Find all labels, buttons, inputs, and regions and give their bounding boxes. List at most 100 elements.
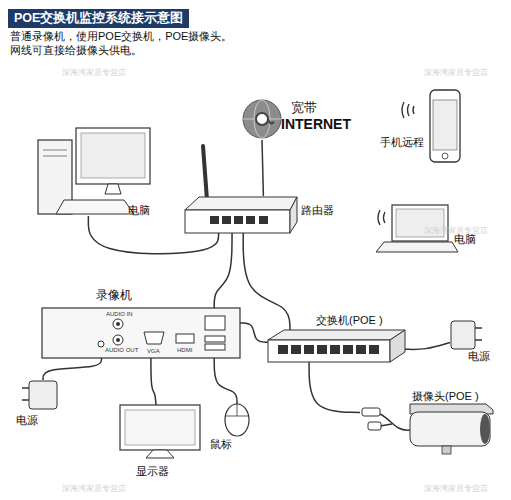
port-label: HDMI <box>177 347 192 354</box>
device-label: 路由器 <box>301 204 334 216</box>
power-node: 电源 <box>28 380 58 410</box>
monitor-node: 显示器 <box>120 405 200 459</box>
device-label: 显示器 <box>136 465 169 477</box>
network-cable <box>262 140 263 196</box>
mouse-illustration <box>225 404 249 436</box>
router-port <box>210 216 219 224</box>
computer-node: 电脑 <box>38 128 150 216</box>
switch-top <box>268 330 405 340</box>
monitor-illustration <box>120 405 200 458</box>
wifi-symbol <box>378 210 385 225</box>
switch-port <box>278 345 288 354</box>
pc-screen <box>81 133 145 178</box>
camera-bracket <box>442 446 451 454</box>
mouse-body <box>225 404 249 436</box>
laptop-lid <box>392 205 448 241</box>
camera-node: 摄像头(POE ) <box>360 402 492 454</box>
watermark: 深海湾家居专营店 <box>424 226 488 235</box>
globe-at-tail <box>268 119 274 123</box>
router-port <box>222 216 231 224</box>
network-cable <box>243 233 290 330</box>
network-cable <box>43 358 102 380</box>
camera-illustration <box>362 404 493 454</box>
switch-port <box>304 345 314 354</box>
pc-monitor <box>76 128 150 184</box>
router-port <box>234 216 243 224</box>
audio-out-pin <box>116 338 120 342</box>
mouse-split <box>237 404 238 416</box>
usb-port <box>205 336 225 342</box>
router-side <box>290 197 297 233</box>
rj45-plug <box>362 408 380 416</box>
camera-dc-lead <box>380 424 392 426</box>
port-label: VGA <box>147 348 160 355</box>
vga-port <box>144 332 164 344</box>
phone-screen <box>433 100 457 150</box>
nvr-node: 录像机 <box>42 308 240 358</box>
watermark: 深海湾家居专营店 <box>62 484 126 493</box>
wifi-symbol <box>402 102 414 118</box>
internet-globe <box>243 100 281 138</box>
network-cable <box>405 343 450 350</box>
lan-port <box>205 316 225 330</box>
monitor-screen <box>125 410 195 445</box>
diagram-title: POE交换机监控系统接示意图 <box>8 9 189 28</box>
switch-illustration <box>268 330 405 362</box>
laptop-base <box>376 242 458 252</box>
globe-meridian <box>254 100 270 138</box>
nvr-illustration <box>42 308 240 358</box>
device-label: 录像机 <box>96 289 132 302</box>
globe-at-sign <box>256 113 268 125</box>
internet-node: 宽带INTERNET <box>241 99 283 140</box>
subtitle-text: 普通录像机，使用POE交换机，POE摄像头。 <box>10 30 232 43</box>
usb-port <box>205 344 225 350</box>
network-cable <box>214 358 237 404</box>
pc-stand <box>105 184 121 194</box>
network-cable <box>240 323 268 342</box>
mouse-split <box>225 416 249 417</box>
network-cable <box>214 233 232 308</box>
network-cable <box>309 362 360 412</box>
subtitle-text: 网线可直接给摄像头供电。 <box>10 44 142 57</box>
adapter-prong <box>22 399 29 401</box>
pc-keyboard <box>56 200 134 214</box>
router-port <box>246 216 255 224</box>
router-illustration <box>185 146 297 233</box>
phone-body <box>430 90 460 162</box>
adapter-prong <box>475 339 482 341</box>
router-antenna <box>203 146 207 200</box>
adapter-prong <box>22 387 29 389</box>
power-adapter <box>451 321 482 349</box>
device-label: 摄像头(POE ) <box>412 390 479 402</box>
phone-node: 手机远程 <box>430 90 460 162</box>
camera-pigtail <box>380 414 410 430</box>
device-label: 电源 <box>16 414 38 426</box>
phone-button <box>442 153 448 159</box>
network-cable <box>88 216 218 254</box>
globe-body <box>243 100 281 138</box>
router-top <box>185 197 297 210</box>
dc-plug <box>368 422 381 430</box>
switch-port <box>330 345 340 354</box>
switch-node: 交换机(POE ) <box>268 330 405 362</box>
monitor-frame <box>120 405 200 450</box>
switch-port <box>291 345 301 354</box>
router-node: 路由器 <box>185 196 297 233</box>
adapter-body <box>29 381 57 409</box>
desktop-illustration <box>38 128 150 214</box>
pc-drive <box>43 150 67 151</box>
router-port <box>259 216 268 224</box>
device-label: 交换机(POE ) <box>316 314 383 326</box>
device-label: 电源 <box>468 350 490 362</box>
camera-housing <box>410 412 490 446</box>
device-label: 手机远程 <box>380 136 424 148</box>
watermark: 深海湾家居专营店 <box>62 68 126 77</box>
audio-in-port <box>113 319 123 329</box>
switch-side <box>390 330 405 362</box>
device-label: INTERNET <box>281 117 351 132</box>
power-port <box>98 341 104 347</box>
adapter-prong <box>475 327 482 329</box>
router-front <box>185 210 290 233</box>
hdmi-port <box>176 334 194 343</box>
